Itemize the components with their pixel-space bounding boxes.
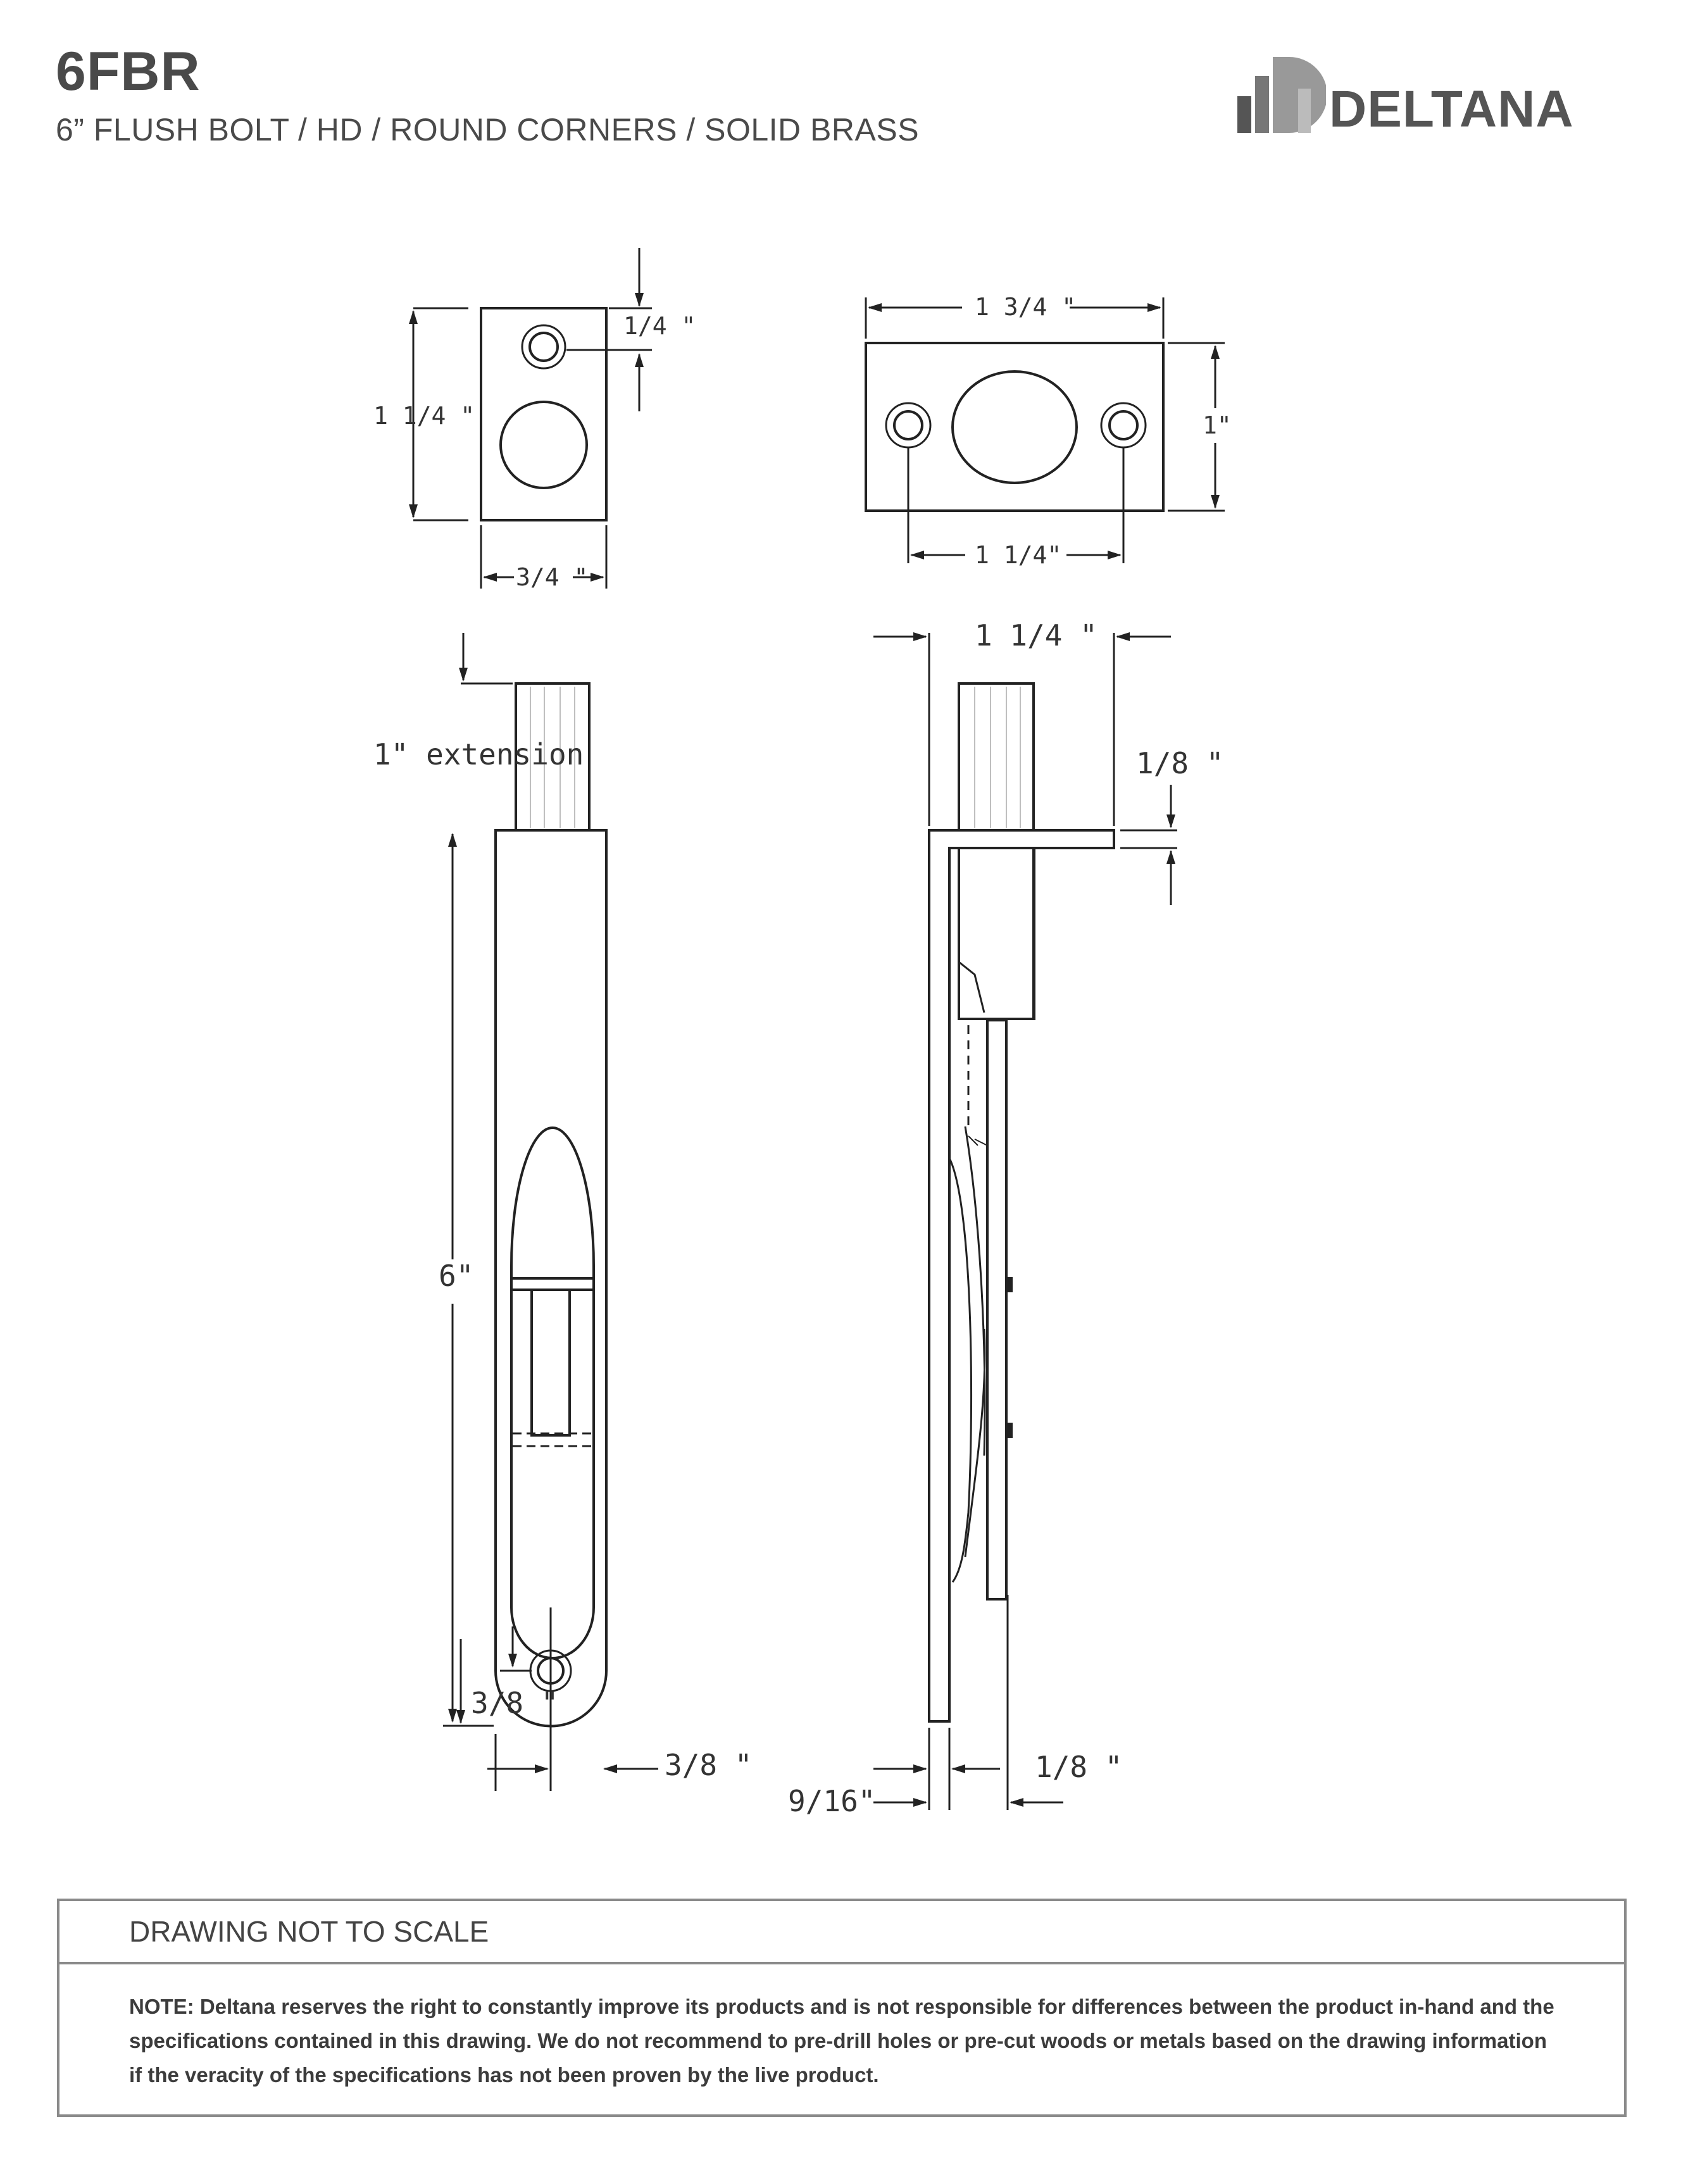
dim-screw-edge: 3/8 " [665,1748,752,1782]
disclaimer-box: DRAWING NOT TO SCALE NOTE: Deltana reser… [57,1899,1627,2117]
bolt-side-view [928,682,1115,1723]
dim-body-length: 6" [439,1259,473,1293]
dim-depth: 9/16" [788,1784,875,1818]
brand-logo: DELTANA [1237,57,1630,136]
bolt-side-dimensions [873,632,1177,1810]
dim-screw-offset: 3/8 " [471,1686,558,1720]
brand-name: DELTANA [1329,80,1574,138]
disclaimer-note: NOTE: Deltana reserves the right to cons… [129,1995,1554,2087]
product-subtitle: 6” FLUSH BOLT / HD / ROUND CORNERS / SOL… [56,112,920,147]
dim-small-height: 1 1/4 " [373,402,475,430]
dim-flange-thickness: 1/8 " [1136,746,1223,780]
not-to-scale-heading: DRAWING NOT TO SCALE [59,1901,1624,1964]
bolt-front-dimensions [443,633,658,1791]
model-number: 6FBR [56,41,201,102]
dim-large-height: 1" [1203,411,1232,439]
bolt-front-view [494,682,608,1728]
small-strike-plate [480,307,608,521]
dim-side-width: 1 1/4 " [975,618,1097,652]
dim-large-hole-spacing: 1 1/4" [975,541,1061,569]
dim-small-width: 3/4 " [516,563,588,591]
small-strike-dimensions [409,248,652,589]
dim-large-width: 1 3/4 " [975,293,1076,321]
large-strike-dimensions [865,297,1225,563]
large-strike-plate [865,342,1165,512]
dim-small-hole-offset: 1/4 " [623,312,696,340]
logo-mark-icon [1237,57,1326,133]
dim-extension: 1" extension [373,737,584,771]
dim-face-thickness: 1/8 " [1035,1750,1122,1784]
